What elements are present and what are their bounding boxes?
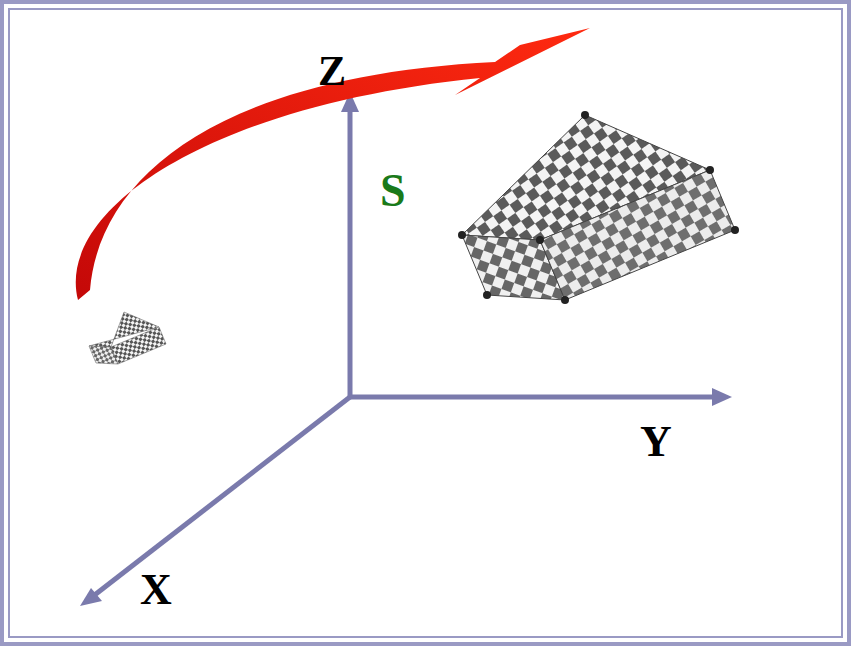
axis-label: X [140,568,172,612]
rotation-arrow [76,28,590,300]
axis-label: Z [318,50,346,92]
small-cube [89,312,166,364]
axis-arrowheads [80,92,732,606]
large-cube [462,115,735,300]
scale-label: S [380,168,406,214]
cube-corner-dots [458,111,739,304]
axes [92,108,715,597]
axis-label: Y [640,420,672,464]
inner-frame [9,9,842,637]
